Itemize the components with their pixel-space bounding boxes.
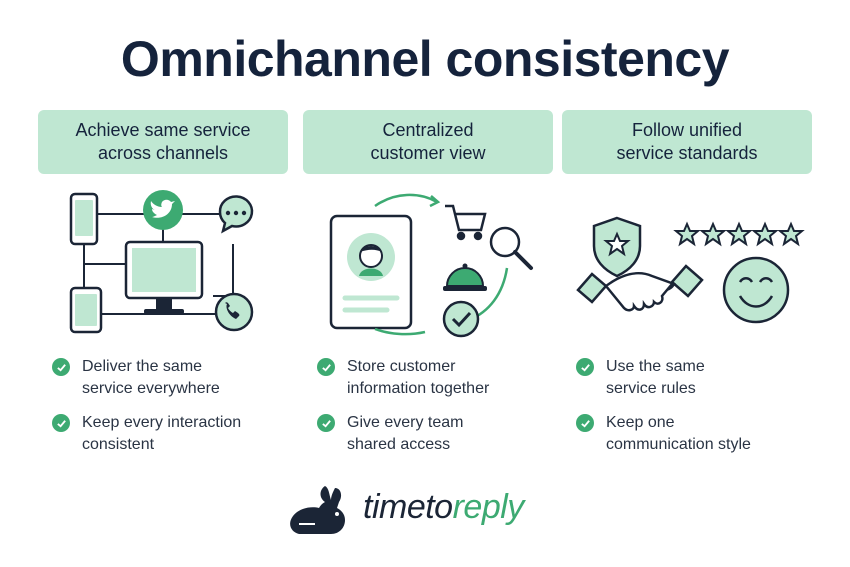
bullet-list: Store customer information together Give… xyxy=(317,356,553,468)
profile-card-icon xyxy=(329,214,413,330)
brand-name: timetoreply xyxy=(363,488,524,527)
column-header-text: Centralized customer view xyxy=(370,120,486,163)
twitter-icon xyxy=(143,190,183,230)
list-item: Store customer information together xyxy=(317,356,553,400)
column-standards: Follow unified service standards xyxy=(562,110,812,470)
list-item: Keep every interaction consistent xyxy=(52,412,288,456)
check-icon xyxy=(317,414,335,432)
list-item: Give every team shared access xyxy=(317,412,553,456)
list-item: Deliver the same service everywhere xyxy=(52,356,288,400)
standards-illustration xyxy=(562,184,812,344)
bullet-text: Use the same service rules xyxy=(606,358,705,397)
column-header: Follow unified service standards xyxy=(562,110,812,174)
column-header: Achieve same service across channels xyxy=(38,110,288,174)
check-icon xyxy=(52,414,70,432)
shopping-cart-icon xyxy=(445,204,487,241)
phone-icon xyxy=(69,192,99,246)
bullet-text: Keep every interaction consistent xyxy=(82,414,242,453)
column-customer-view: Centralized customer view xyxy=(303,110,553,470)
check-icon xyxy=(317,358,335,376)
check-icon xyxy=(52,358,70,376)
column-channels: Achieve same service across channels xyxy=(38,110,288,470)
channels-illustration xyxy=(38,184,288,344)
shield-star-icon xyxy=(592,216,642,278)
brand-name-part1: timeto xyxy=(363,488,453,526)
list-item: Use the same service rules xyxy=(576,356,812,400)
column-header-text: Follow unified service standards xyxy=(616,120,758,163)
chat-bubble-icon xyxy=(218,195,254,234)
column-header-text: Achieve same service across channels xyxy=(75,120,251,163)
service-bell-icon xyxy=(443,263,487,291)
column-header: Centralized customer view xyxy=(303,110,553,174)
brand-name-part2: reply xyxy=(452,488,525,526)
list-item: Keep one communication style xyxy=(576,412,812,456)
brand-logo: timetoreply xyxy=(285,480,575,540)
bullet-text: Deliver the same service everywhere xyxy=(82,358,220,397)
monitor-icon xyxy=(124,240,204,314)
rabbit-logo-icon xyxy=(290,486,345,534)
star-rating-icon xyxy=(673,221,805,247)
checkmark-circle-icon xyxy=(442,300,480,338)
bullet-text: Keep one communication style xyxy=(606,414,751,453)
tablet-icon xyxy=(69,286,103,334)
call-icon xyxy=(214,292,254,332)
customer-view-illustration xyxy=(303,184,553,344)
bullet-list: Use the same service rules Keep one comm… xyxy=(576,356,812,468)
check-icon xyxy=(576,358,594,376)
bullet-text: Store customer information together xyxy=(347,358,490,397)
smiley-icon xyxy=(722,256,790,324)
handshake-icon xyxy=(576,264,704,312)
magnifier-icon xyxy=(489,226,533,270)
bullet-list: Deliver the same service everywhere Keep… xyxy=(52,356,288,468)
bullet-text: Give every team shared access xyxy=(347,414,464,453)
check-icon xyxy=(576,414,594,432)
page-title: Omnichannel consistency xyxy=(120,31,730,87)
